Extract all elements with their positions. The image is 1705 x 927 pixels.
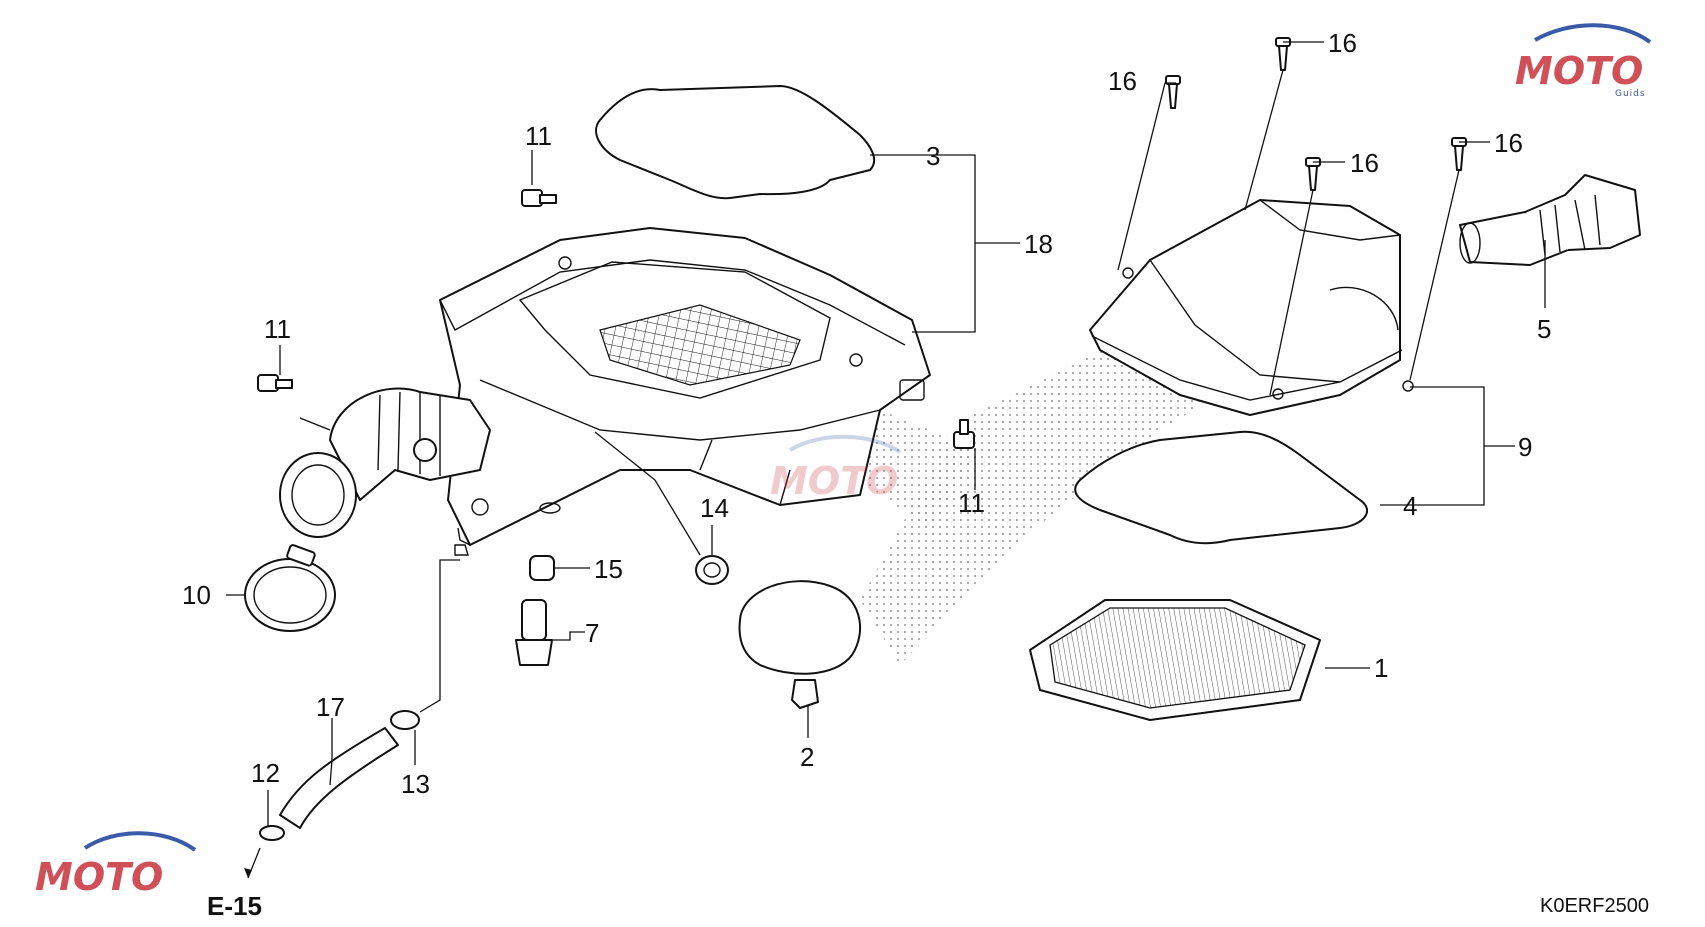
callout-3: 3 (926, 141, 940, 171)
bolt-11b (257, 374, 293, 392)
watermark-logo-center: MOTO (770, 434, 902, 503)
hose-clip-13-part (390, 710, 420, 730)
cross-reference-label[interactable]: E-15 (207, 891, 262, 921)
callout-9: 9 (1518, 432, 1532, 462)
callout-13: 13 (401, 769, 430, 799)
callout-17: 17 (316, 692, 345, 722)
hose-clip-14-part (695, 555, 729, 585)
air-filter-element-part (1029, 599, 1321, 721)
diagram-reference-code: K0ERF2500 (1540, 895, 1649, 917)
svg-text:Guids: Guids (1615, 89, 1646, 99)
callout-11-right: 11 (958, 488, 985, 518)
watermark-logo-bottom: MOTO (35, 831, 197, 899)
callout-11-left: 11 (264, 314, 291, 344)
callout-4: 4 (1403, 491, 1417, 521)
callout-7: 7 (585, 618, 599, 648)
screw-16c (1305, 157, 1321, 191)
watermark-logo-top: MOTO Guids (1515, 23, 1652, 99)
callout-15: 15 (594, 554, 623, 584)
bolt-11c (953, 419, 975, 449)
callout-18: 18 (1024, 229, 1053, 259)
screw-16b (1275, 37, 1291, 71)
band-clamp-part (244, 544, 336, 632)
callout-16-a: 16 (1108, 66, 1137, 96)
drain-cap-part (738, 580, 861, 709)
callout-10: 10 (182, 580, 211, 610)
callout-5: 5 (1537, 314, 1551, 344)
breather-tube-part (279, 727, 399, 829)
callout-14: 14 (700, 493, 729, 523)
callout-1: 1 (1374, 653, 1388, 683)
air-cleaner-cover (1089, 199, 1414, 416)
leader-lines (226, 41, 1546, 879)
screw-16a (1165, 75, 1181, 109)
screw-16d (1451, 137, 1467, 171)
intake-funnel (279, 387, 491, 538)
callout-16-d: 16 (1494, 128, 1523, 158)
air-cleaner-case (439, 227, 931, 556)
callout-2: 2 (800, 742, 814, 772)
hose-clip-12-part (259, 825, 285, 841)
assembly-stipple (860, 410, 980, 530)
callout-12: 12 (251, 758, 280, 788)
cover-seal (1074, 430, 1368, 545)
clip-15-part (529, 555, 555, 581)
drain-plug-part (515, 599, 553, 666)
callout-16-c: 16 (1350, 148, 1379, 178)
svg-text:MOTO: MOTO (770, 459, 898, 503)
svg-text:MOTO: MOTO (1515, 49, 1643, 93)
callout-11-top: 11 (525, 121, 552, 151)
svg-text:MOTO: MOTO (35, 855, 163, 899)
intake-duct-part (1459, 174, 1641, 266)
bolt-11a (521, 189, 557, 207)
case-seal (595, 85, 876, 200)
callout-16-b: 16 (1328, 28, 1357, 58)
